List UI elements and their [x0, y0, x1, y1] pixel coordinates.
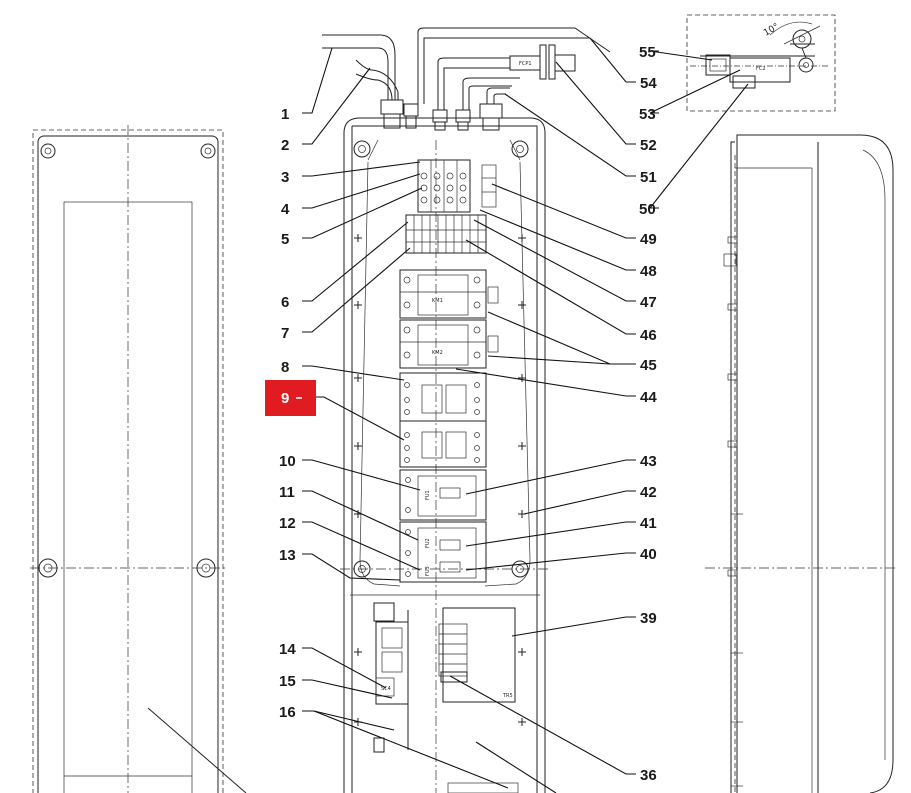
label-tr5: TR5	[502, 693, 513, 699]
callouts-left: 1 2 3 4 5 6 7 8 9 10 11 12 13 14 15 16	[265, 106, 316, 721]
callout-2: 2	[281, 137, 289, 154]
callout-42: 42	[640, 484, 657, 501]
rail-fixings	[354, 234, 526, 726]
callout-9-highlight	[265, 380, 316, 416]
label-fcp1: FCP1	[519, 61, 532, 67]
angle-label: 10°	[762, 22, 781, 39]
label-km2: KM2	[432, 350, 443, 356]
label-fu3: FU3	[425, 566, 431, 576]
terminal-rail	[405, 214, 487, 254]
callout-12: 12	[279, 515, 296, 532]
callout-5: 5	[281, 231, 289, 248]
callout-40: 40	[640, 546, 657, 563]
callout-51: 51	[640, 169, 657, 186]
callout-7: 7	[281, 325, 289, 342]
callout-10: 10	[279, 453, 296, 470]
callout-3: 3	[281, 169, 289, 186]
enclosure-profile-view	[705, 134, 895, 793]
terminal-block-top	[417, 159, 497, 213]
callout-9: 9	[281, 390, 289, 407]
callouts-right: 55 54 53 52 51 50 49 48 47 46 45 44 43 4…	[639, 44, 657, 784]
contactor-km2: KM2	[399, 319, 499, 369]
label-sc4: SC4	[381, 686, 391, 692]
limit-sensor-fcp1: FCP1	[509, 44, 576, 80]
profile-tick-marks	[723, 236, 743, 787]
fuse-holders: FU1 FU2 FU3	[399, 469, 487, 583]
callout-54: 54	[640, 75, 657, 92]
label-km1: KM1	[432, 298, 443, 304]
callout-44: 44	[640, 389, 657, 406]
callout-47: 47	[640, 294, 657, 311]
contactor-km1: KM1	[399, 269, 499, 319]
callout-36: 36	[640, 767, 657, 784]
label-fu2: FU2	[425, 538, 431, 548]
callout-13: 13	[279, 547, 296, 564]
callout-46: 46	[640, 327, 657, 344]
callout-1: 1	[281, 106, 289, 123]
lower-compartment: SC4 TR5	[373, 602, 519, 793]
callout-6: 6	[281, 294, 289, 311]
lid-side-view	[30, 125, 247, 793]
label-fu1: FU1	[425, 490, 431, 500]
incoming-cables	[322, 27, 611, 110]
callout-48: 48	[640, 263, 657, 280]
callout-8: 8	[281, 359, 289, 376]
main-panel: FCP1	[322, 27, 611, 793]
callout-39: 39	[640, 610, 657, 627]
callout-52: 52	[640, 137, 657, 154]
leader-lines	[302, 37, 749, 793]
callout-11: 11	[279, 484, 295, 501]
callout-41: 41	[640, 515, 657, 532]
label-fc2: FC2	[756, 66, 766, 72]
callout-16: 16	[279, 704, 296, 721]
control-module	[399, 372, 487, 468]
callout-43: 43	[640, 453, 657, 470]
callout-50: 50	[639, 201, 656, 218]
callout-49: 49	[640, 231, 657, 248]
callout-14: 14	[279, 641, 296, 658]
callout-4: 4	[281, 201, 290, 218]
callout-53: 53	[639, 106, 656, 123]
limit-switch-detail: 10° FC2	[686, 14, 836, 112]
callout-45: 45	[640, 357, 657, 374]
callout-55: 55	[639, 44, 656, 61]
callout-15: 15	[279, 673, 296, 690]
